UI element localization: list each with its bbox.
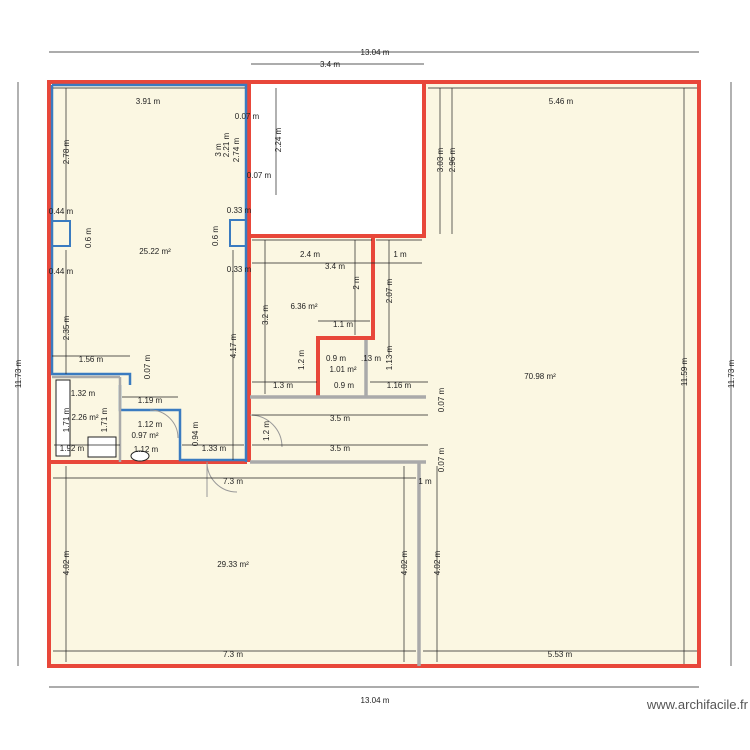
- dimension-label: 4.02 m: [433, 550, 442, 575]
- dimension-label: 0.07 m: [437, 447, 446, 472]
- dimension-label: 0.44 m: [49, 267, 74, 276]
- middle-room-area-label: 6.36 m²: [290, 302, 317, 311]
- door-swing: [149, 409, 179, 439]
- bathroom-area-label: 2.26 m²: [71, 413, 98, 422]
- dimension-label: 1.1 m: [333, 320, 353, 329]
- room-areas: 25.22 m² 6.36 m² 1.01 m² 70.98 m² 2.26 m² 0.9…: [71, 247, 556, 569]
- partition-wall: [52, 375, 122, 462]
- bathtub-icon: [55, 379, 71, 457]
- dimension-label: 1.71 m: [100, 407, 109, 432]
- dimension-label: 3.2 m: [261, 305, 270, 325]
- exterior-wall: [47, 80, 701, 668]
- dimension-label: 3.91 m: [136, 97, 161, 106]
- dimension-label: 1.12 m: [134, 445, 159, 454]
- dimension-label: 13.04 m: [361, 48, 390, 57]
- dimension-label: 11.73 m: [14, 360, 23, 389]
- dimension-label: 3.5 m: [330, 444, 350, 453]
- dimension-lines: [17, 51, 732, 688]
- dimension-label: 1 m: [418, 477, 432, 486]
- dimension-label: 1.2 m: [297, 350, 306, 370]
- dimension-labels: 13.04 m 13.04 m 3.4 m 11.73 m 11.73 m 3.91 m 5…: [14, 48, 736, 705]
- dimension-label: 2.78 m: [62, 139, 71, 164]
- dimension-label: 0.6 m: [211, 226, 220, 246]
- sink-icon: [87, 436, 117, 458]
- dimension-label: 5.46 m: [549, 97, 574, 106]
- interior-wall: [52, 83, 248, 462]
- dimension-label: 1.92 m: [60, 444, 85, 453]
- toilet-icon: [130, 450, 150, 462]
- dimension-label: 4.02 m: [400, 550, 409, 575]
- dimension-label: 3.4 m: [320, 60, 340, 69]
- dimension-label: 2.96 m: [448, 147, 457, 172]
- dimension-label: 3.4 m: [325, 262, 345, 271]
- dimension-label: 2.07 m: [385, 278, 394, 303]
- dimension-label: 0.07 m: [247, 171, 272, 180]
- wc-area-label: 0.97 m²: [131, 431, 158, 440]
- dimension-label: 0.07 m: [437, 387, 446, 412]
- dimension-label: 2.24 m: [274, 127, 283, 152]
- dimension-label: 2 m: [352, 276, 361, 290]
- door-swing: [249, 414, 283, 448]
- dimension-label: 7.3 m: [223, 650, 243, 659]
- dimension-label: 0.07 m: [143, 354, 152, 379]
- dimension-label: 3.5 m: [330, 414, 350, 423]
- dimension-label: 13.04 m: [361, 696, 390, 705]
- dimension-label: 1.33 m: [202, 444, 227, 453]
- dimension-label: 2.35 m: [62, 315, 71, 340]
- dimension-label: 11.59 m: [680, 358, 689, 387]
- dimension-label: 4.17 m: [229, 333, 238, 358]
- door-swing: [206, 461, 238, 497]
- dimension-label: 11.73 m: [727, 360, 736, 389]
- dimension-label: 1.12 m: [138, 420, 163, 429]
- dimension-label: 0.9 m: [326, 354, 346, 363]
- void-area: [249, 82, 424, 235]
- middle-room-wall: [316, 236, 375, 397]
- right-room-area-label: 70.98 m²: [524, 372, 556, 381]
- dimension-label: 0.07 m: [235, 112, 260, 121]
- dimension-label: .13 m: [361, 354, 381, 363]
- dimension-label: 0.44 m: [49, 207, 74, 216]
- dimension-label: 4.02 m: [62, 550, 71, 575]
- archifacile-watermark: www.archifacile.fr: [646, 697, 749, 712]
- walls: [47, 80, 701, 668]
- floors: [49, 82, 699, 666]
- dimension-label: 1 m: [393, 250, 407, 259]
- dimension-label: 2.74 m: [232, 137, 241, 162]
- dimension-label: 0.94 m: [191, 421, 200, 446]
- dimension-label: 7.3 m: [223, 477, 243, 486]
- closet-area-label: 1.01 m²: [329, 365, 356, 374]
- dimension-label: 1.3 m: [273, 381, 293, 390]
- dimension-label: 2.21 m: [222, 132, 231, 157]
- dimension-label: 1.16 m: [387, 381, 412, 390]
- dimension-label: 0.9 m: [334, 381, 354, 390]
- dimension-label: 1.13 m: [385, 345, 394, 370]
- dimension-label: 0.6 m: [84, 228, 93, 248]
- dimension-label: 0.33 m: [227, 206, 252, 215]
- dimension-label: 5.53 m: [548, 650, 573, 659]
- void-wall: [247, 82, 426, 238]
- dimension-label: 1.71 m: [62, 407, 71, 432]
- niche-wall: [229, 219, 246, 247]
- dimension-label: 3.03 m: [436, 147, 445, 172]
- dimension-label: 1.2 m: [262, 421, 271, 441]
- niche-wall: [52, 220, 71, 247]
- dimension-label: 0.33 m: [227, 265, 252, 274]
- dimension-label: 1.32 m: [71, 389, 96, 398]
- dimension-label: 2.4 m: [300, 250, 320, 259]
- lower-left-room-area-label: 29.33 m²: [217, 560, 249, 569]
- dimension-label: 3 m: [214, 143, 223, 157]
- dimension-label: 1.56 m: [79, 355, 104, 364]
- upper-left-room-area-label: 25.22 m²: [139, 247, 171, 256]
- dimension-label: 1.19 m: [138, 396, 163, 405]
